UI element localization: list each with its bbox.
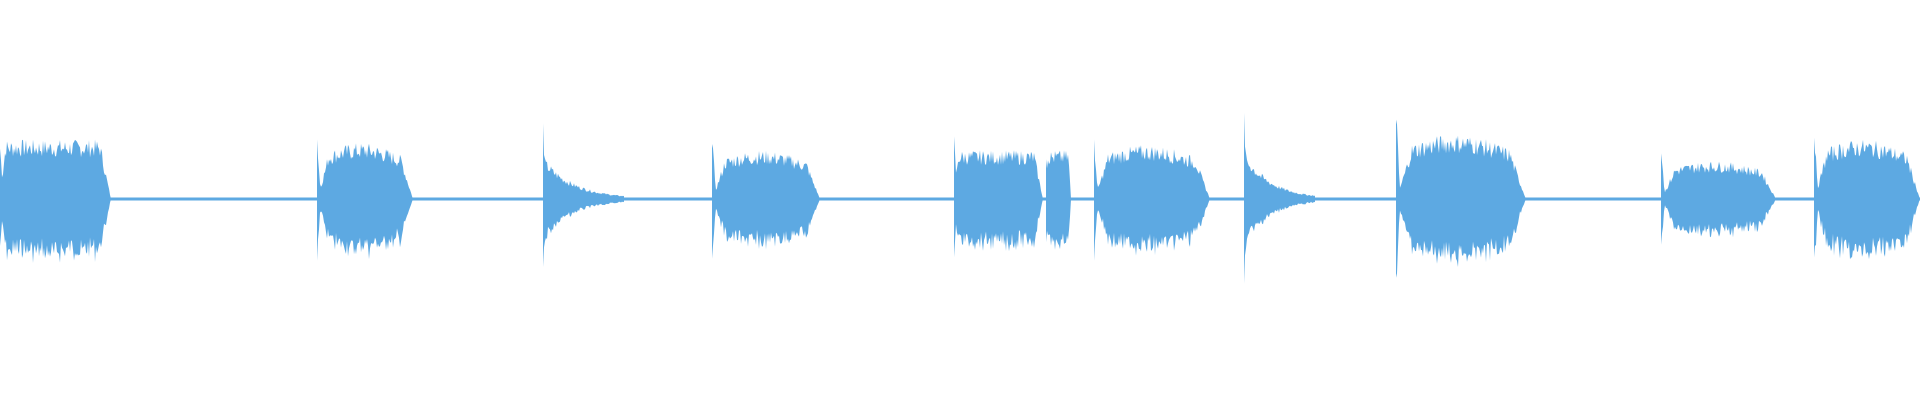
waveform-segment-7 [1094,139,1210,261]
waveform-segment-10 [1661,153,1776,245]
waveform-segment-1 [0,139,111,263]
waveform-segment-4 [712,144,820,259]
waveform-segment-3 [543,123,624,268]
waveform-segment-5 [954,136,1043,258]
waveform-segment-8 [1244,112,1315,284]
waveform-segment-2 [317,139,413,261]
waveform-shapes [0,112,1920,284]
waveform-segment-11 [1814,137,1920,260]
waveform-segment-6 [1046,150,1071,250]
waveform-segment-9 [1396,119,1526,278]
